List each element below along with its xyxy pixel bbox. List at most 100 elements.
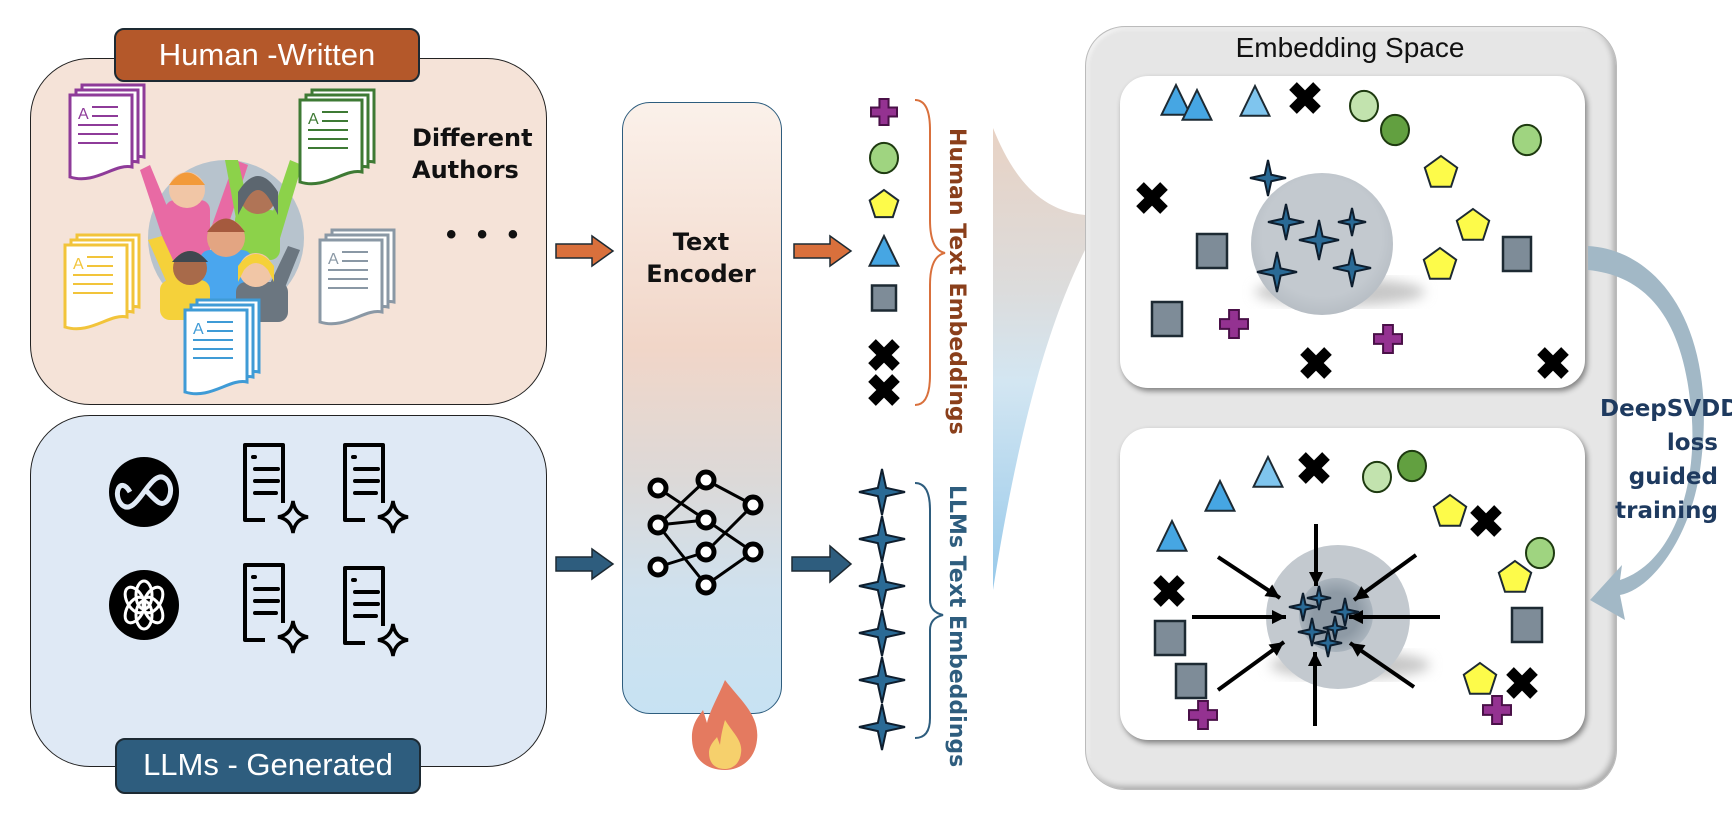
triangle-marker: [1155, 518, 1189, 552]
square-marker: [1501, 235, 1533, 273]
pentagon-marker: [1462, 661, 1498, 695]
triangle-marker: [1203, 478, 1237, 512]
text-encoder-label: Text Encoder: [622, 226, 780, 290]
circle-marker: [869, 141, 899, 175]
llm-embedding-star: [1313, 628, 1343, 658]
cross-stroke: [868, 374, 900, 406]
cross-stroke: [1470, 505, 1502, 537]
arrow-head: [1349, 610, 1363, 624]
triangle-marker: [1159, 82, 1193, 116]
contraction-arrow: [1349, 610, 1440, 624]
ai-doc-outline: [243, 563, 285, 642]
cross-stroke: [868, 339, 900, 371]
ai-document-icon: [243, 443, 309, 534]
circle-marker: [1362, 460, 1392, 494]
contraction-arrow: [1216, 555, 1282, 600]
square-marker: [1153, 619, 1187, 657]
cross-stroke: [1136, 182, 1168, 214]
contraction-arrow: [1348, 641, 1416, 689]
llm-embedding-star: [858, 656, 906, 704]
ellipsis: • • •: [446, 218, 525, 251]
encoder-to-human-emb-arrow: [793, 234, 853, 268]
embedding-space-title: Embedding Space: [1235, 32, 1465, 63]
cross-marker: [868, 339, 900, 371]
plus-marker: [1188, 700, 1218, 730]
llm-embedding-star: [1298, 219, 1340, 261]
cross-stroke: [1300, 347, 1332, 379]
contraction-arrow: [1192, 610, 1286, 624]
sparkle-icon: [377, 500, 409, 534]
arrow-head: [1309, 572, 1323, 586]
triangle-marker: [1180, 87, 1214, 121]
pentagon-marker: [1422, 246, 1458, 280]
arrow-head: [1264, 584, 1280, 598]
contraction-arrow: [1309, 524, 1323, 586]
triangle-marker: [1251, 454, 1285, 488]
circle-marker: [1349, 89, 1379, 123]
ai-document-icon: [343, 443, 409, 534]
contraction-arrow: [1308, 652, 1322, 726]
cross-marker: [1537, 347, 1569, 379]
llm-embedding-star: [1297, 617, 1327, 647]
document-stack-icon: A: [183, 298, 261, 396]
square-marker: [1195, 232, 1229, 270]
square-marker: [870, 284, 898, 312]
ai-documents: [243, 443, 409, 657]
document-stack-icon: A: [63, 233, 141, 331]
cross-stroke: [1289, 82, 1321, 114]
llm-to-encoder-arrow: [555, 547, 615, 581]
neural-network-icon: [647, 469, 764, 596]
human-written-tag: Human -Written: [114, 28, 420, 82]
cross-stroke: [1537, 347, 1569, 379]
square-marker: [1174, 662, 1208, 700]
ai-doc-outline: [343, 566, 385, 645]
ai-document-icon: [243, 563, 309, 654]
document-letter: A: [73, 256, 84, 273]
llm-embedding-star: [858, 562, 906, 610]
document-stack-icon: A: [318, 228, 396, 326]
authors-illustration: [140, 160, 304, 322]
human-to-encoder-arrow: [555, 234, 615, 268]
llm-embedding-star: [1267, 203, 1305, 241]
circle-marker: [1397, 449, 1427, 483]
human-embeddings-brace: [914, 99, 946, 406]
svdd-line-3: guided: [1628, 464, 1718, 490]
meta-logo-icon: [109, 457, 179, 527]
llm-embedding-star: [858, 468, 906, 516]
llm-embedding-star: [1256, 251, 1298, 293]
cross-marker: [1136, 182, 1168, 214]
arrow-head: [1308, 652, 1322, 666]
pentagon-marker: [868, 188, 900, 219]
llm-embeddings-label: LLMs Text Embeddings: [944, 485, 969, 768]
circle-marker: [1525, 536, 1555, 570]
encoder-line-2: Encoder: [646, 260, 756, 288]
arrow-head: [1354, 586, 1370, 600]
openai-logo-icon: [109, 570, 179, 640]
document-letter: A: [78, 106, 89, 123]
llm-embeddings-brace: [914, 482, 944, 739]
document-letter: A: [193, 321, 204, 338]
pentagon-marker: [1497, 559, 1533, 593]
triangle-marker: [867, 233, 901, 267]
cross-marker: [1153, 575, 1185, 607]
document-stack-icon: A: [68, 83, 146, 181]
sparkle-icon: [277, 620, 309, 654]
llm-embedding-star: [1288, 592, 1318, 622]
ai-doc-outline: [243, 443, 285, 522]
llm-generated-tag: LLMs - Generated: [115, 738, 421, 794]
svdd-line-1: DeepSVDD: [1600, 396, 1732, 422]
cross-marker: [868, 374, 900, 406]
llm-embedding-star: [1322, 615, 1348, 641]
document-stack-icon: A: [298, 88, 376, 186]
authors-line-2: Authors: [412, 156, 519, 184]
square-marker: [1510, 606, 1544, 644]
cross-marker: [1298, 452, 1330, 484]
contraction-arrow: [1352, 553, 1418, 602]
ai-doc-outline: [343, 443, 385, 522]
sparkle-icon: [277, 500, 309, 534]
